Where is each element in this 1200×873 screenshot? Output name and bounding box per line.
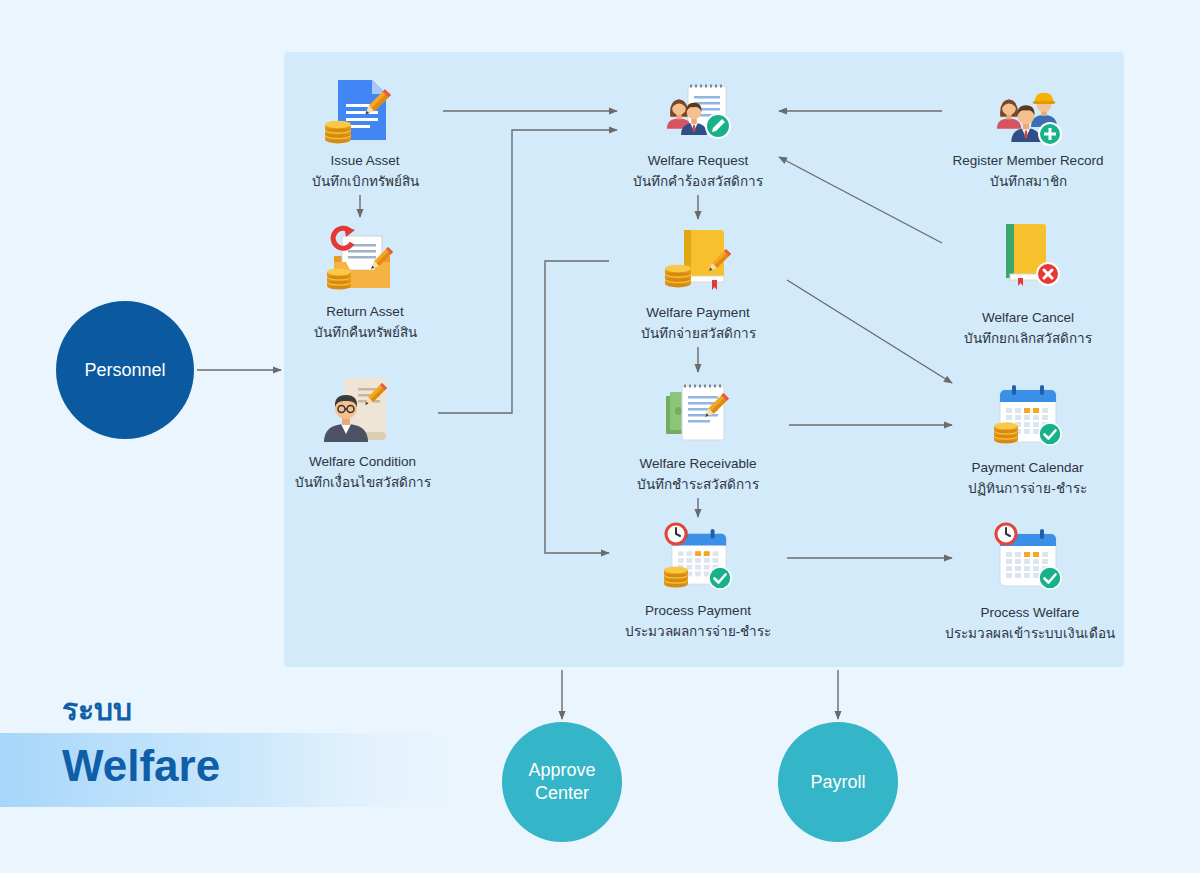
node-label: บันทึกจ่ายสวัสดิการ: [641, 323, 756, 344]
circle-shape: [56, 301, 194, 439]
function-node: Welfare Cancelบันทึกยกเลิกสวัสดิการ: [945, 222, 1111, 349]
personnel-circle: Personnel: [56, 301, 194, 439]
diagram-title: ระบบ Welfare: [62, 682, 262, 794]
flow-arrow: [561, 670, 562, 719]
node-label: บันทึกเงื่อนไขสวัสดิการ: [295, 472, 431, 493]
node-label: บันทึกสมาชิก: [990, 171, 1067, 192]
circle-outline: [502, 722, 622, 842]
node-label: ประมวลผลการจ่าย-ชำระ: [625, 621, 772, 642]
node-label: บันทึกชำระสวัสดิการ: [637, 474, 759, 495]
circle-shape: [778, 722, 898, 842]
circle-shape: [502, 722, 622, 842]
function-node: Welfare Paymentบันทึกจ่ายสวัสดิการ: [612, 222, 784, 344]
node-label: Return Asset: [326, 301, 403, 322]
node-label: Payroll: [810, 771, 865, 794]
node-label: บันทึกยกเลิกสวัสดิการ: [964, 328, 1092, 349]
node-label: Welfare Payment: [646, 302, 749, 323]
module-circle: Payroll: [778, 722, 898, 842]
node-label: บันทึกคำร้องสวัสดิการ: [633, 171, 763, 192]
node-label: บันทึกเบิกทรัพย์สิน: [312, 171, 419, 192]
node-label: Welfare Condition: [309, 451, 416, 472]
function-node: Return Assetบันทึกคืนทรัพย์สิน: [290, 220, 440, 343]
function-node: Welfare Receivableบันทึกชำระสวัสดิการ: [610, 375, 786, 495]
function-node: Process Paymentประมวลผลการจ่าย-ชำระ: [612, 520, 784, 642]
function-node: Register Member Recordบันทึกสมาชิก: [945, 78, 1111, 192]
node-label: Process Payment: [645, 600, 751, 621]
node-label: ปฏิทินการจ่าย-ชำระ: [968, 478, 1087, 499]
module-circle: Approve Center: [502, 722, 622, 842]
function-node: Process Welfareประมวลผลเข้าระบบเงินเดือน: [955, 520, 1105, 644]
node-label: Welfare Request: [648, 150, 748, 171]
system-panel: Issue Assetบันทึกเบิกทรัพย์สิน Welfare Re…: [284, 52, 1124, 667]
node-label: Process Welfare: [981, 602, 1080, 623]
flow-arrow: [197, 369, 281, 370]
flow-arrow: [837, 670, 838, 719]
function-node: Issue Assetบันทึกเบิกทรัพย์สิน: [290, 75, 440, 192]
node-label: Register Member Record: [953, 150, 1104, 171]
function-node: Payment Calendarปฏิทินการจ่าย-ชำระ: [955, 378, 1100, 499]
node-label: บันทึกคืนทรัพย์สิน: [314, 322, 417, 343]
node-label: Welfare Receivable: [640, 453, 757, 474]
node-label: Payment Calendar: [972, 457, 1084, 478]
function-node: Welfare Requestบันทึกคำร้องสวัสดิการ: [620, 78, 776, 192]
node-label: Personnel: [84, 359, 165, 382]
node-label: Welfare Cancel: [982, 307, 1074, 328]
function-node: Welfare Conditionบันทึกเงื่อนไขสวัสดิการ: [290, 372, 435, 493]
node-label: Issue Asset: [330, 150, 399, 171]
node-label: ประมวลผลเข้าระบบเงินเดือน: [945, 623, 1115, 644]
node-label: Approve Center: [512, 759, 612, 805]
